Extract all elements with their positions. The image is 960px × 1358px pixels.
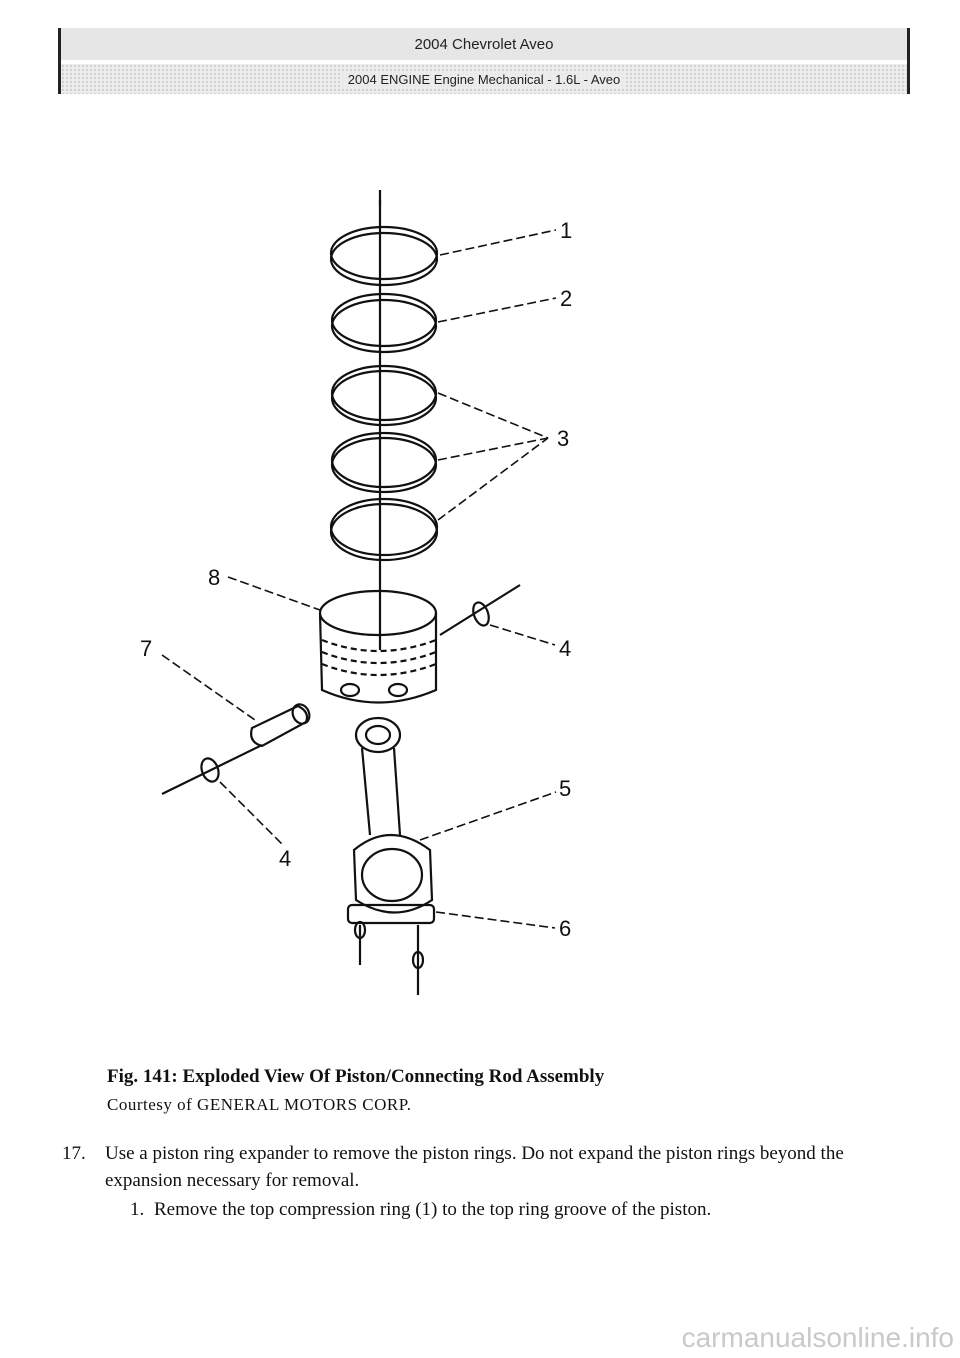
leader-lines — [161, 229, 557, 929]
piston — [318, 589, 438, 704]
piston-assembly-diagram: 1 2 3 8 7 4 5 4 6 — [140, 190, 572, 995]
step-number: 17. — [62, 1143, 86, 1164]
substep-number: 1. — [130, 1199, 145, 1220]
substep-text: Remove the top compression ring (1) to t… — [154, 1199, 712, 1220]
ring-3b — [330, 431, 438, 494]
callout-labels: 1 2 3 8 7 4 5 4 6 — [140, 218, 572, 941]
rod-bolt-left — [353, 920, 367, 965]
callout-8: 8 — [208, 565, 220, 590]
pin-retainer-right — [439, 584, 521, 636]
figure-caption: Fig. 141: Exploded View Of Piston/Connec… — [107, 1066, 605, 1087]
page-header: 2004 Chevrolet Aveo 2004 ENGINE Engine M… — [58, 28, 910, 94]
header-subtitle-bar: 2004 ENGINE Engine Mechanical - 1.6L - A… — [61, 64, 907, 94]
callout-5: 5 — [559, 776, 571, 801]
callout-4-right: 4 — [559, 636, 571, 661]
ring-2 — [330, 292, 438, 354]
piston-pin — [250, 703, 311, 748]
callout-2: 2 — [560, 286, 572, 311]
callout-6: 6 — [559, 916, 571, 941]
callout-1: 1 — [560, 218, 572, 243]
ring-1 — [329, 225, 439, 287]
ring-3a — [330, 364, 438, 427]
callout-3: 3 — [557, 426, 569, 451]
callout-4-left: 4 — [279, 846, 291, 871]
rod-bolt-right — [411, 925, 425, 995]
callout-7: 7 — [140, 636, 152, 661]
watermark: carmanualsonline.info — [681, 1322, 954, 1353]
header-title: 2004 Chevrolet Aveo — [61, 28, 907, 60]
pin-retainer-left — [161, 744, 263, 795]
step-text: Use a piston ring expander to remove the… — [105, 1143, 844, 1191]
figure-courtesy: Courtesy of GENERAL MOTORS CORP. — [107, 1095, 412, 1114]
ring-3c — [329, 497, 439, 562]
header-subtitle: 2004 ENGINE Engine Mechanical - 1.6L - A… — [341, 71, 627, 87]
connecting-rod — [346, 716, 436, 925]
